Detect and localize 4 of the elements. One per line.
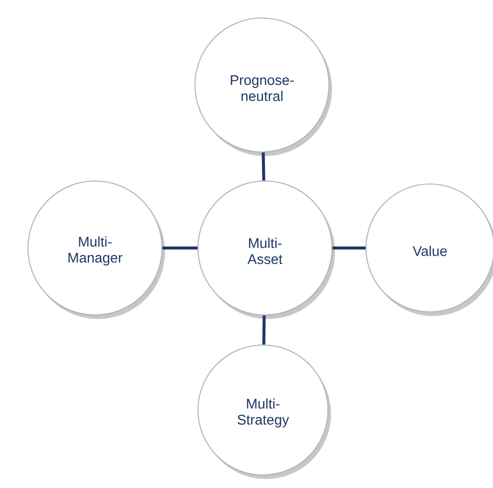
connector-line (332, 246, 366, 250)
connector-line (262, 152, 266, 181)
connector-line (262, 315, 266, 345)
connector-line (162, 246, 198, 250)
